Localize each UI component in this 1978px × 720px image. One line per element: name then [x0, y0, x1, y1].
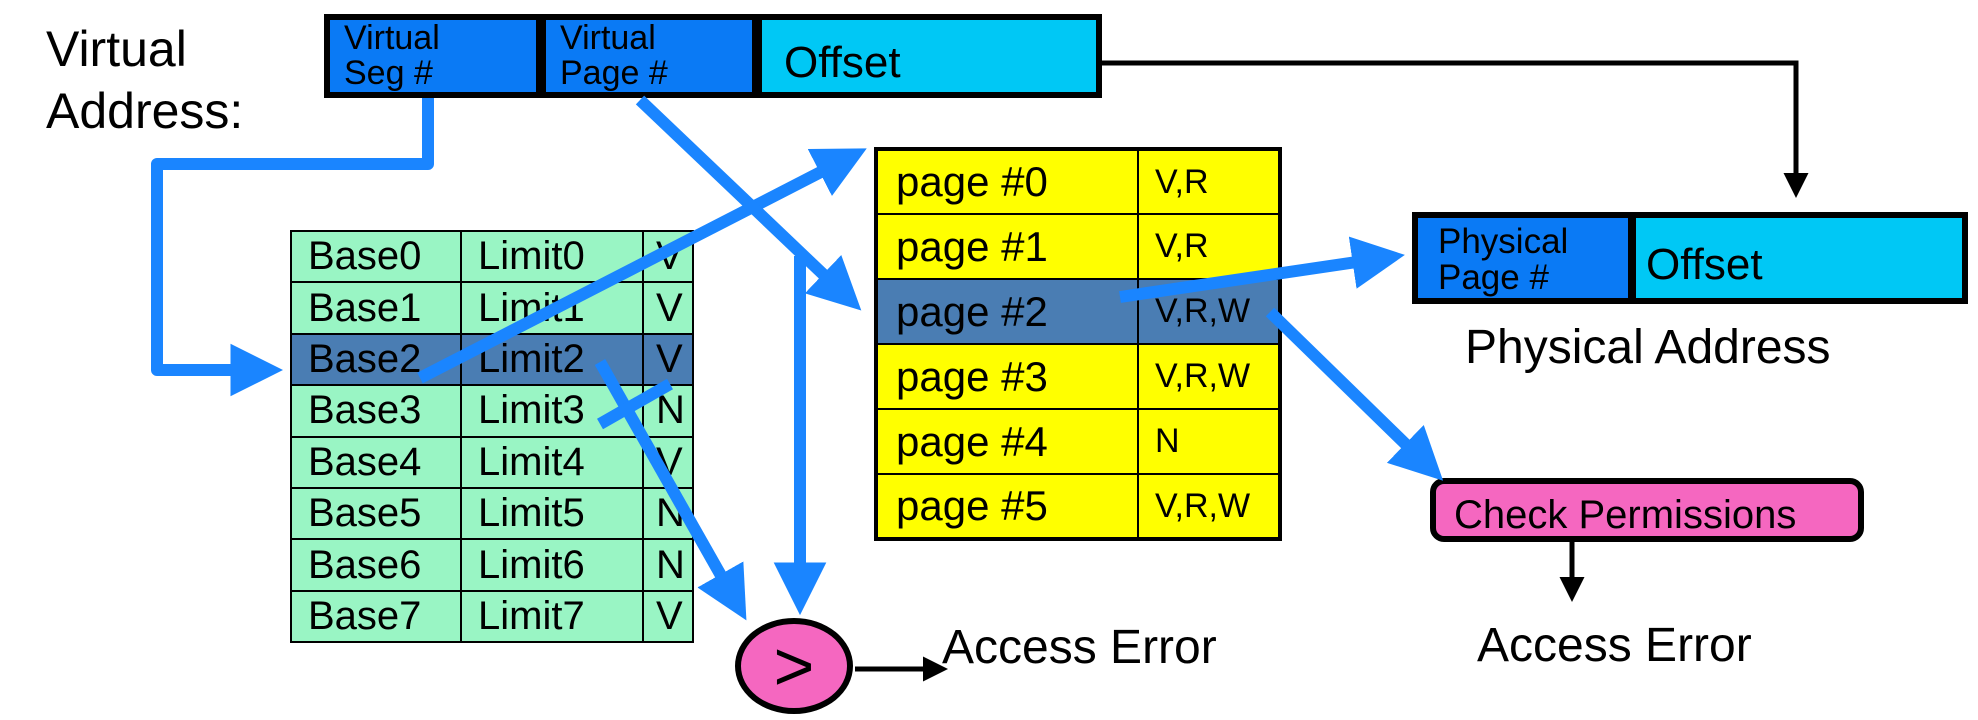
- virtual-offset-field: Offset: [756, 14, 1102, 98]
- arrow-seg-to-table: [151, 98, 434, 397]
- virtual-page-line1: Virtual: [560, 19, 656, 57]
- access-error-right: Access Error: [1477, 619, 1752, 672]
- segment-limit-cell: Limit6: [460, 538, 644, 592]
- page-number-cell: page #5: [875, 473, 1139, 540]
- segment-base-cell: Base6: [290, 538, 462, 592]
- segment-flag-cell: V: [642, 589, 694, 644]
- virtual-page-field: Virtual Page #: [540, 14, 758, 98]
- access-error-left: Access Error: [942, 621, 1217, 674]
- segment-base-cell: Base5: [290, 486, 462, 541]
- virtual-offset-label: Offset: [784, 38, 901, 87]
- segment-limit-cell: Limit0: [460, 229, 644, 284]
- virtual-seg-field: Virtual Seg #: [324, 14, 542, 98]
- segment-limit-cell: Limit7: [460, 589, 644, 644]
- segment-base-cell: Base3: [290, 384, 462, 438]
- physical-address-label: Physical Address: [1465, 321, 1831, 374]
- page-number-cell: page #0: [875, 148, 1139, 215]
- segment-base-cell: Base7: [290, 589, 462, 644]
- physical-offset-label: Offset: [1646, 240, 1763, 289]
- comparator-circle: >: [735, 618, 853, 714]
- check-permissions-box: Check Permissions: [1430, 478, 1864, 542]
- page-permission-cell: V,R,W: [1137, 343, 1281, 410]
- page-number-cell: page #4: [875, 408, 1139, 475]
- segment-limit-cell: Limit5: [460, 486, 644, 541]
- page-permission-cell: V,R: [1137, 148, 1281, 215]
- page-number-cell: page #1: [875, 213, 1139, 280]
- check-permissions-label: Check Permissions: [1454, 493, 1797, 537]
- arrow-perm-to-check: [1265, 307, 1444, 481]
- valid-flag-tick: [597, 378, 673, 430]
- segment-base-cell: Base4: [290, 435, 462, 489]
- virtual-page-line2: Page #: [560, 54, 668, 92]
- comparator-symbol: >: [773, 627, 815, 705]
- arrow-offset-to-physical: [1102, 60, 1809, 198]
- segment-flag-cell: V: [642, 281, 694, 335]
- physical-page-line2: Page #: [1438, 258, 1549, 297]
- virtual-address-label-line1: Virtual: [46, 21, 187, 77]
- virtual-seg-line2: Seg #: [344, 54, 433, 92]
- physical-page-field: Physical Page #: [1412, 212, 1634, 304]
- page-number-cell: page #2: [875, 278, 1139, 345]
- virtual-seg-line1: Virtual: [344, 19, 440, 57]
- arrow-page2-to-physical: [1119, 236, 1405, 303]
- segment-base-cell: Base0: [290, 229, 462, 284]
- arrow-limit-to-comparator: [594, 359, 747, 621]
- segment-limit-cell: Limit4: [460, 435, 644, 489]
- segment-flag-cell: N: [642, 538, 694, 592]
- arrow-base-to-pagetable: [417, 148, 867, 384]
- segment-flag-cell: V: [642, 332, 694, 387]
- page-number-cell: page #3: [875, 343, 1139, 410]
- virtual-address-label-line2: Address:: [46, 83, 244, 139]
- physical-offset-field: Offset: [1630, 212, 1968, 304]
- virtual-address-label: Virtual Address:: [46, 18, 243, 142]
- segment-limit-cell: Limit2: [460, 332, 644, 387]
- segment-base-cell: Base1: [290, 281, 462, 335]
- page-permission-cell: V,R: [1137, 213, 1281, 280]
- page-permission-cell: N: [1137, 408, 1281, 475]
- physical-page-line1: Physical: [1438, 222, 1569, 261]
- arrow-vpage-to-page2: [635, 95, 862, 311]
- page-permission-cell: V,R,W: [1137, 473, 1281, 540]
